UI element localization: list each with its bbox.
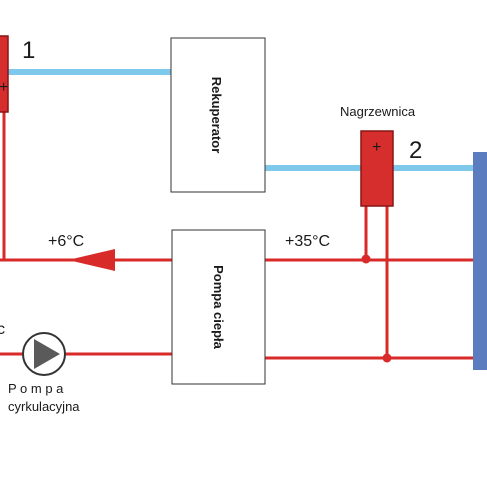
temp-supply-label: +35°C: [285, 233, 330, 250]
flow-arrow: [68, 249, 115, 271]
radiator-panel: [473, 152, 487, 370]
heat-pump-box: [171, 229, 266, 385]
heat-pump-label: Pompa ciepła: [211, 265, 226, 350]
recuperator-box: [170, 37, 266, 193]
heater-2-sign: +: [372, 139, 381, 156]
heater-1-number: 1: [22, 37, 35, 64]
junction-top: [361, 254, 371, 264]
heater-2-number: 2: [409, 137, 422, 164]
heater-2-name: Nagrzewnica: [340, 104, 416, 119]
heater-2: [360, 130, 394, 207]
pump-name-line2: cyrkulacyjna: [8, 399, 80, 414]
heater-1-sign: +: [0, 79, 8, 96]
pump-direction-icon: [34, 339, 60, 369]
heater-1: [0, 35, 9, 113]
recuperator-label: Rekuperator: [209, 77, 224, 154]
temp-return-label: +6°C: [48, 233, 84, 250]
junction-bottom: [382, 353, 392, 363]
edge-fragment-label: c: [0, 321, 5, 338]
pump-name-line1: P o m p a: [8, 381, 64, 396]
